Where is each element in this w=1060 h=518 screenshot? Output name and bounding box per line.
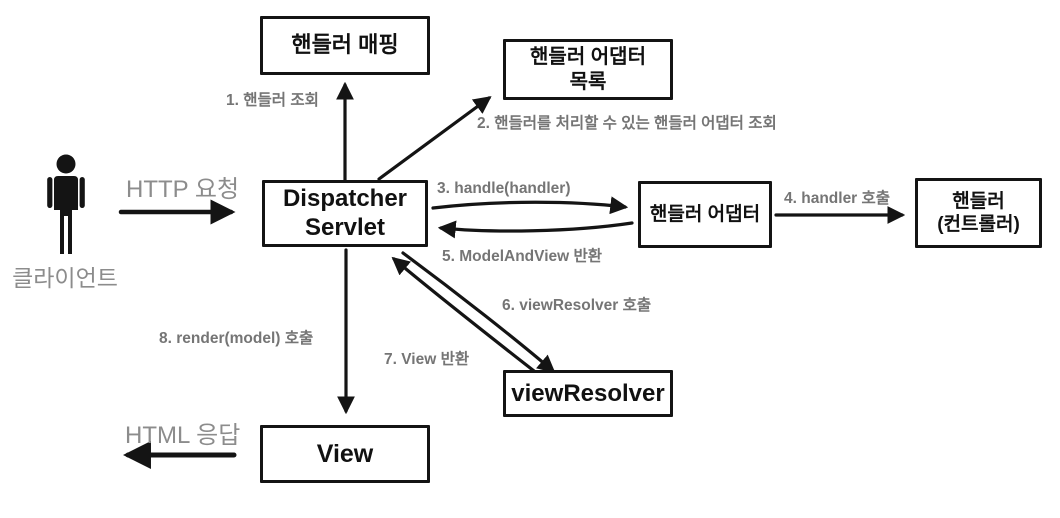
dispatcher-servlet-label-line2: Servlet [304,213,386,241]
handler-controller-box: 핸들러 (컨트롤러) [915,178,1042,248]
step1-label: 1. 핸들러 조회 [226,92,319,109]
handler-controller-label-line2: (컨트롤러) [937,214,1020,235]
step6-label: 6. viewResolver 호출 [502,297,652,314]
dispatcher-servlet-box: Dispatcher Servlet [262,180,428,247]
arrow-step3-handle-call [431,196,629,215]
step4-label: 4. handler 호출 [784,190,891,207]
arrow-step5-modelandview-return [437,220,634,239]
dispatcher-servlet-label-line1: Dispatcher [282,185,408,213]
handler-mapping-label: 핸들러 매핑 [291,32,399,58]
arrow-step2-adapter-lookup [377,96,492,181]
step3-label: 3. handle(handler) [437,180,571,197]
handler-adapter-list-label-line1: 핸들러 어댑터 [530,46,646,69]
handler-mapping-box: 핸들러 매핑 [260,16,430,75]
arrow-step7-view-return [391,256,550,384]
step2-label: 2. 핸들러를 처리할 수 있는 핸들러 어댑터 조회 [477,115,777,132]
view-resolver-box: viewResolver [503,370,673,417]
client-label: 클라이언트 [12,265,118,291]
step8-label: 8. render(model) 호출 [159,330,314,347]
view-label: View [316,439,374,468]
step7-label: 7. View 반환 [384,351,470,368]
handler-adapter-list-box: 핸들러 어댑터 목록 [503,39,673,100]
view-resolver-label: viewResolver [511,379,665,407]
step5-label: 5. ModelAndView 반환 [442,248,603,265]
handler-controller-label-line1: 핸들러 [952,190,1005,212]
http-request-label: HTTP 요청 [126,176,240,203]
arrow-step6-viewresolver-call [401,251,556,374]
person-icon [47,154,85,254]
html-response-label: HTML 응답 [125,422,241,449]
handler-adapter-list-label-line2: 목록 [569,70,607,93]
handler-adapter-box: 핸들러 어댑터 [638,181,772,248]
handler-adapter-label: 핸들러 어댑터 [649,203,761,225]
view-box: View [260,425,430,483]
